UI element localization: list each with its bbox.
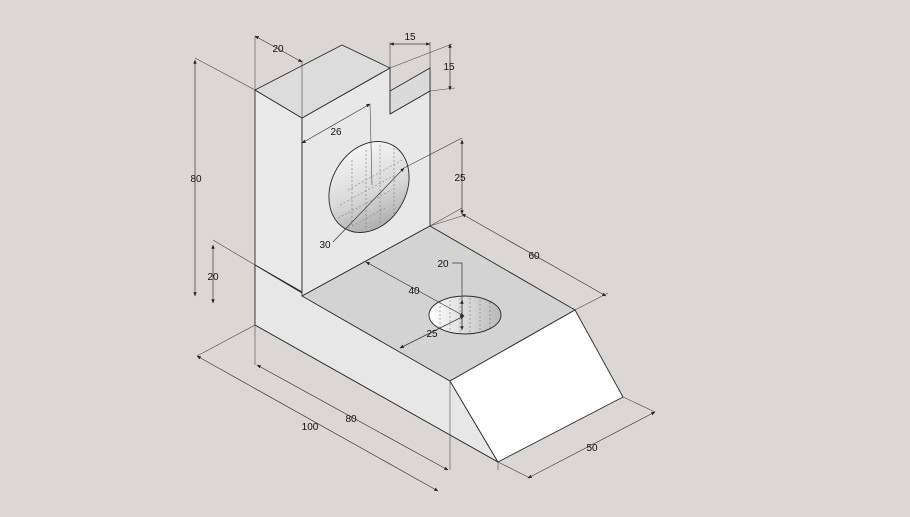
dim-bore-offset: 26 <box>330 127 342 138</box>
bore-feature <box>328 141 410 233</box>
bore-hole <box>328 141 410 233</box>
dim-hole-depth: 20 <box>437 259 449 270</box>
solid-part <box>254 44 624 463</box>
dim-slope-width: 50 <box>586 443 598 454</box>
dim-width: 60 <box>528 251 540 262</box>
dim-notch-depth: 15 <box>443 62 455 73</box>
dim-bore-height: 25 <box>454 173 466 184</box>
dim-base-length: 80 <box>345 414 357 425</box>
upright-left-face <box>254 89 303 293</box>
dim-base-height: 20 <box>207 272 219 283</box>
dim-upright-thickness: 20 <box>272 44 284 55</box>
dim-height: 80 <box>190 174 202 185</box>
dim-notch-width: 15 <box>404 32 416 43</box>
dim-hole-offset: 40 <box>408 286 420 297</box>
dimension-labels: 100 80 80 20 20 15 15 26 30 25 60 40 20 … <box>190 32 598 454</box>
dim-bore-diameter: 30 <box>319 240 331 251</box>
dim-hole-position: 25 <box>426 329 438 340</box>
dimension-lines <box>193 35 656 492</box>
dim-overall-length: 100 <box>302 422 319 433</box>
